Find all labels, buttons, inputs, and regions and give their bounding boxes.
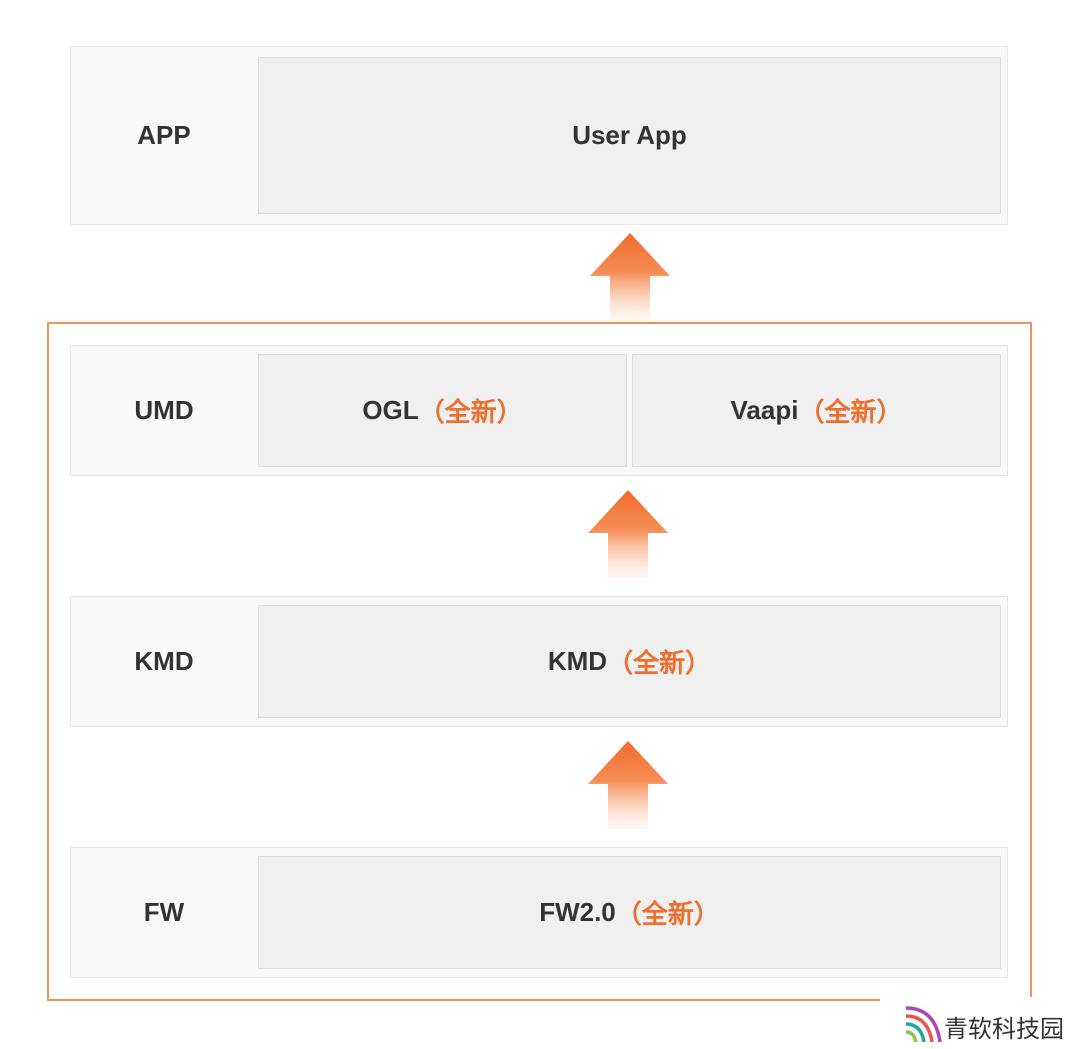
up-arrow-icon	[588, 741, 668, 829]
user-app-label: User App	[572, 120, 687, 150]
umd-layer-label: UMD	[134, 395, 194, 425]
fw-layer-label: FW	[143, 897, 185, 927]
fw-new-tag: （全新）	[615, 899, 720, 929]
kmd-layer: KMD KMD（全新）	[70, 596, 1008, 727]
umd-layer: UMD OGL（全新） Vaapi（全新）	[70, 345, 1008, 476]
kmd-label: KMD	[547, 646, 608, 676]
kmd-new-tag: （全新）	[607, 648, 712, 678]
vaapi-label: Vaapi	[730, 395, 799, 425]
fw-layer: FW FW2.0（全新）	[70, 847, 1008, 978]
ogl-box: OGL（全新）	[258, 354, 627, 467]
vaapi-box: Vaapi（全新）	[632, 354, 1001, 467]
new-stack-frame	[47, 322, 1032, 1001]
up-arrow-icon	[588, 490, 668, 578]
kmd-box: KMD（全新）	[258, 605, 1001, 718]
app-layer-label: APP	[137, 120, 191, 150]
app-layer: APP User App	[70, 46, 1008, 225]
watermark-area	[880, 997, 1080, 1049]
fw-box: FW2.0（全新）	[258, 856, 1001, 969]
ogl-label: OGL	[362, 395, 419, 425]
watermark-text: 青软科技园	[944, 1015, 1064, 1043]
vaapi-new-tag: （全新）	[798, 397, 903, 427]
fw-label: FW2.0	[539, 897, 616, 927]
kmd-layer-label: KMD	[134, 646, 194, 676]
up-arrow-icon	[590, 233, 670, 321]
ogl-new-tag: （全新）	[418, 397, 523, 427]
user-app-box: User App	[258, 57, 1001, 214]
signal-logo-icon	[905, 1006, 942, 1043]
